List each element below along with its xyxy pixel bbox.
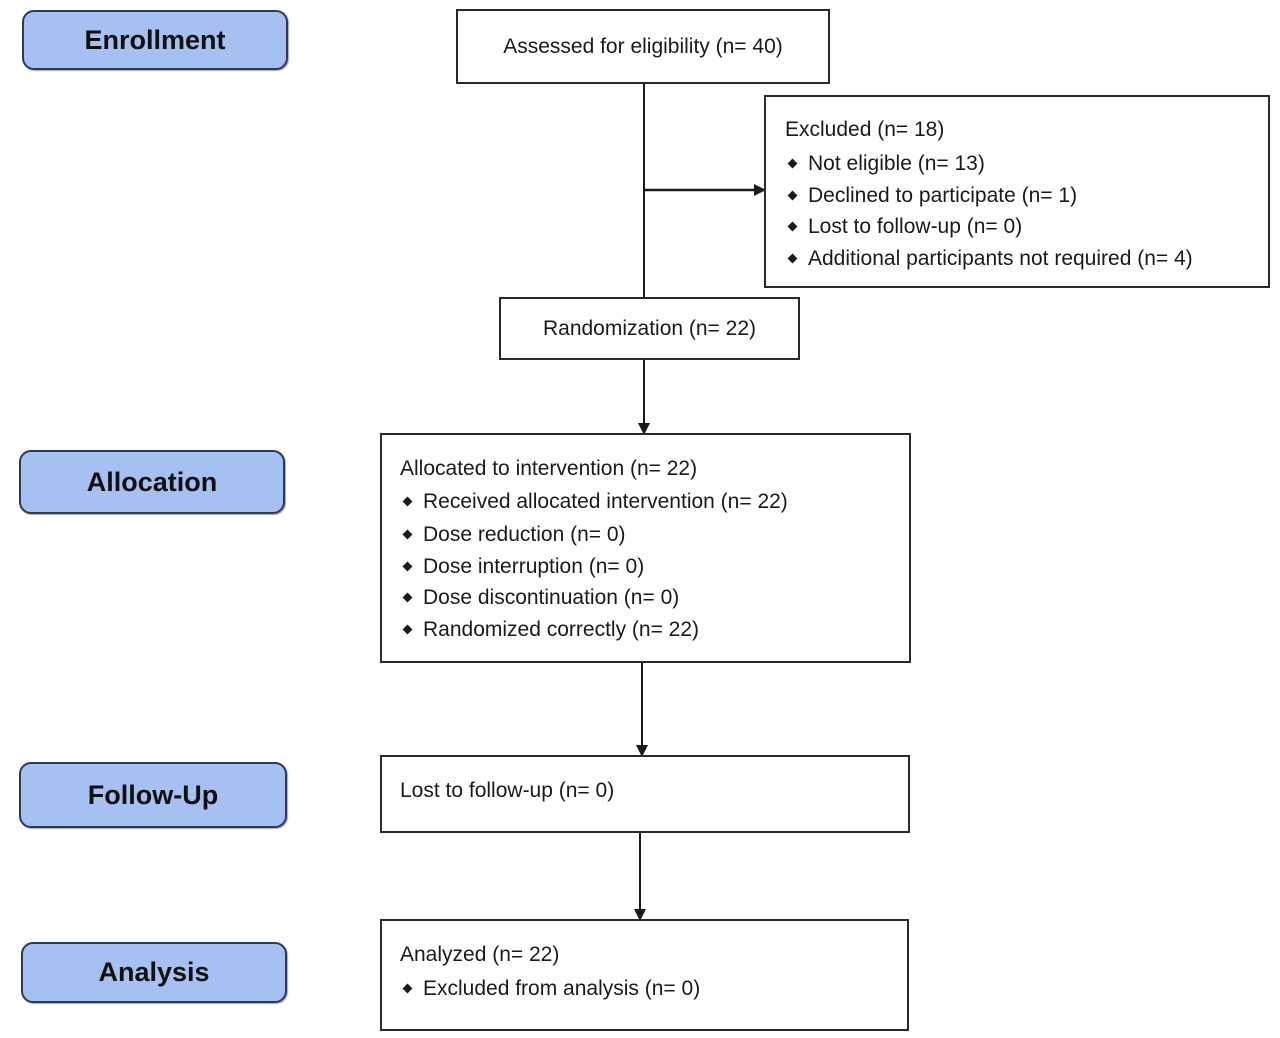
randomization-text: Randomization (n= 22) (542, 316, 757, 340)
allocated-item-label: Randomized correctly (n= 22) (423, 618, 700, 642)
excluded-item-label: Declined to participate (n= 1) (808, 183, 1078, 207)
allocated-item-label: Dose discontinuation (n= 0) (423, 586, 680, 610)
list-item: Randomized correctly (n= 22) (400, 613, 909, 646)
stage-allocation: Allocation (19, 450, 285, 514)
allocated-list: Received allocated intervention (n= 22) … (400, 485, 909, 646)
stage-enrollment-label: Enrollment (84, 24, 226, 55)
excluded-box: Excluded (n= 18) Not eligible (n= 13) De… (764, 95, 1270, 288)
bullet-icon (787, 190, 798, 201)
bullet-icon (402, 592, 413, 603)
analyzed-title: Analyzed (n= 22) (400, 943, 560, 966)
follow-up-text: Lost to follow-up (n= 0) (400, 779, 615, 802)
follow-up-box: Lost to follow-up (n= 0) (380, 755, 910, 833)
list-item: Lost to follow-up (n= 0) (785, 211, 1268, 243)
list-item: Dose discontinuation (n= 0) (400, 582, 909, 613)
allocated-item-label: Dose reduction (n= 0) (423, 523, 626, 547)
bullet-icon (787, 221, 798, 232)
allocated-title: Allocated to intervention (n= 22) (400, 457, 698, 480)
excluded-list: Not eligible (n= 13) Declined to partici… (785, 148, 1268, 274)
stage-enrollment: Enrollment (22, 10, 288, 70)
allocated-box: Allocated to intervention (n= 22) Receiv… (380, 433, 911, 663)
assessed-text: Assessed for eligibility (n= 40) (503, 34, 783, 58)
stage-follow-up: Follow-Up (19, 762, 287, 828)
randomization-box: Randomization (n= 22) (499, 297, 800, 360)
excluded-title: Excluded (n= 18) (785, 118, 945, 141)
list-item: Additional participants not required (n=… (785, 243, 1268, 275)
list-item: Received allocated intervention (n= 22) (400, 485, 909, 518)
stage-follow-up-label: Follow-Up (87, 779, 219, 810)
analyzed-list: Excluded from analysis (n= 0) (400, 973, 907, 1003)
allocated-item-label: Dose interruption (n= 0) (423, 555, 645, 579)
list-item: Not eligible (n= 13) (785, 148, 1268, 180)
analyzed-box: Analyzed (n= 22) Excluded from analysis … (380, 919, 909, 1031)
analyzed-item-label: Excluded from analysis (n= 0) (423, 976, 701, 1000)
bullet-icon (402, 496, 413, 507)
bullet-icon (402, 624, 413, 635)
excluded-item-label: Lost to follow-up (n= 0) (808, 215, 1023, 239)
stage-allocation-label: Allocation (86, 466, 218, 497)
bullet-icon (402, 529, 413, 540)
bullet-icon (787, 253, 798, 264)
excluded-item-label: Not eligible (n= 13) (808, 152, 985, 176)
allocated-item-label: Received allocated intervention (n= 22) (423, 490, 788, 514)
list-item: Dose interruption (n= 0) (400, 551, 909, 582)
stage-analysis: Analysis (21, 942, 287, 1003)
stage-analysis-label: Analysis (98, 957, 210, 987)
assessed-box: Assessed for eligibility (n= 40) (456, 9, 830, 84)
excluded-item-label: Additional participants not required (n=… (808, 246, 1193, 270)
list-item: Dose reduction (n= 0) (400, 518, 909, 551)
bullet-icon (787, 158, 798, 169)
bullet-icon (402, 561, 413, 572)
list-item: Declined to participate (n= 1) (785, 180, 1268, 212)
list-item: Excluded from analysis (n= 0) (400, 973, 907, 1003)
bullet-icon (402, 983, 413, 994)
